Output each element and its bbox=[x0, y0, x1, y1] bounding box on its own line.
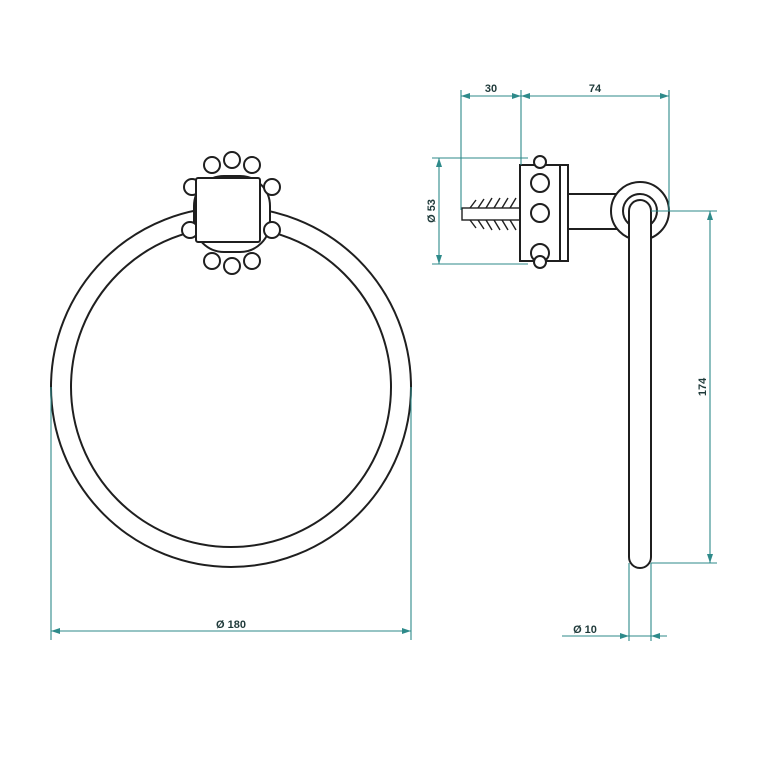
wall-depth-label: 30 bbox=[485, 83, 497, 95]
wall-anchor bbox=[461, 197, 521, 231]
wall-mount-front bbox=[181, 151, 281, 275]
side-view: 30 74 Ø 53 174 Ø 10 bbox=[426, 83, 717, 641]
base-diameter-dimension: Ø 53 bbox=[426, 157, 528, 265]
mount-knob-top-center bbox=[223, 151, 241, 169]
mount-knob-top-left bbox=[203, 156, 221, 174]
mount-knob-right bbox=[263, 178, 281, 196]
base-knob-bottom bbox=[533, 255, 547, 269]
mount-knob-bottom-right bbox=[243, 252, 261, 270]
base-screw-top bbox=[530, 173, 550, 193]
ring-inner bbox=[70, 226, 392, 548]
rod-diameter-dimension: Ø 10 bbox=[562, 563, 667, 641]
base-plate-side bbox=[519, 155, 569, 269]
ring-diameter-label: Ø 180 bbox=[216, 619, 246, 631]
mount-knob-top-right bbox=[243, 156, 261, 174]
front-view: Ø 180 bbox=[50, 151, 412, 640]
depth-dimensions: 30 74 bbox=[460, 83, 670, 211]
projection-label: 74 bbox=[589, 83, 602, 95]
ring-diameter-dimension: Ø 180 bbox=[50, 387, 412, 640]
drop-height-label: 174 bbox=[697, 377, 709, 396]
base-knob-top bbox=[533, 155, 547, 169]
mount-knob-lower-right bbox=[263, 221, 281, 239]
hanging-rod-side bbox=[628, 199, 652, 569]
mount-knob-bottom-left bbox=[203, 252, 221, 270]
mount-center-block bbox=[195, 177, 261, 243]
rod-diameter-label: Ø 10 bbox=[573, 624, 597, 636]
base-diameter-label: Ø 53 bbox=[426, 199, 438, 223]
mount-knob-bottom-center bbox=[223, 257, 241, 275]
base-screw-middle bbox=[530, 203, 550, 223]
drop-height-dimension: 174 bbox=[651, 210, 717, 564]
